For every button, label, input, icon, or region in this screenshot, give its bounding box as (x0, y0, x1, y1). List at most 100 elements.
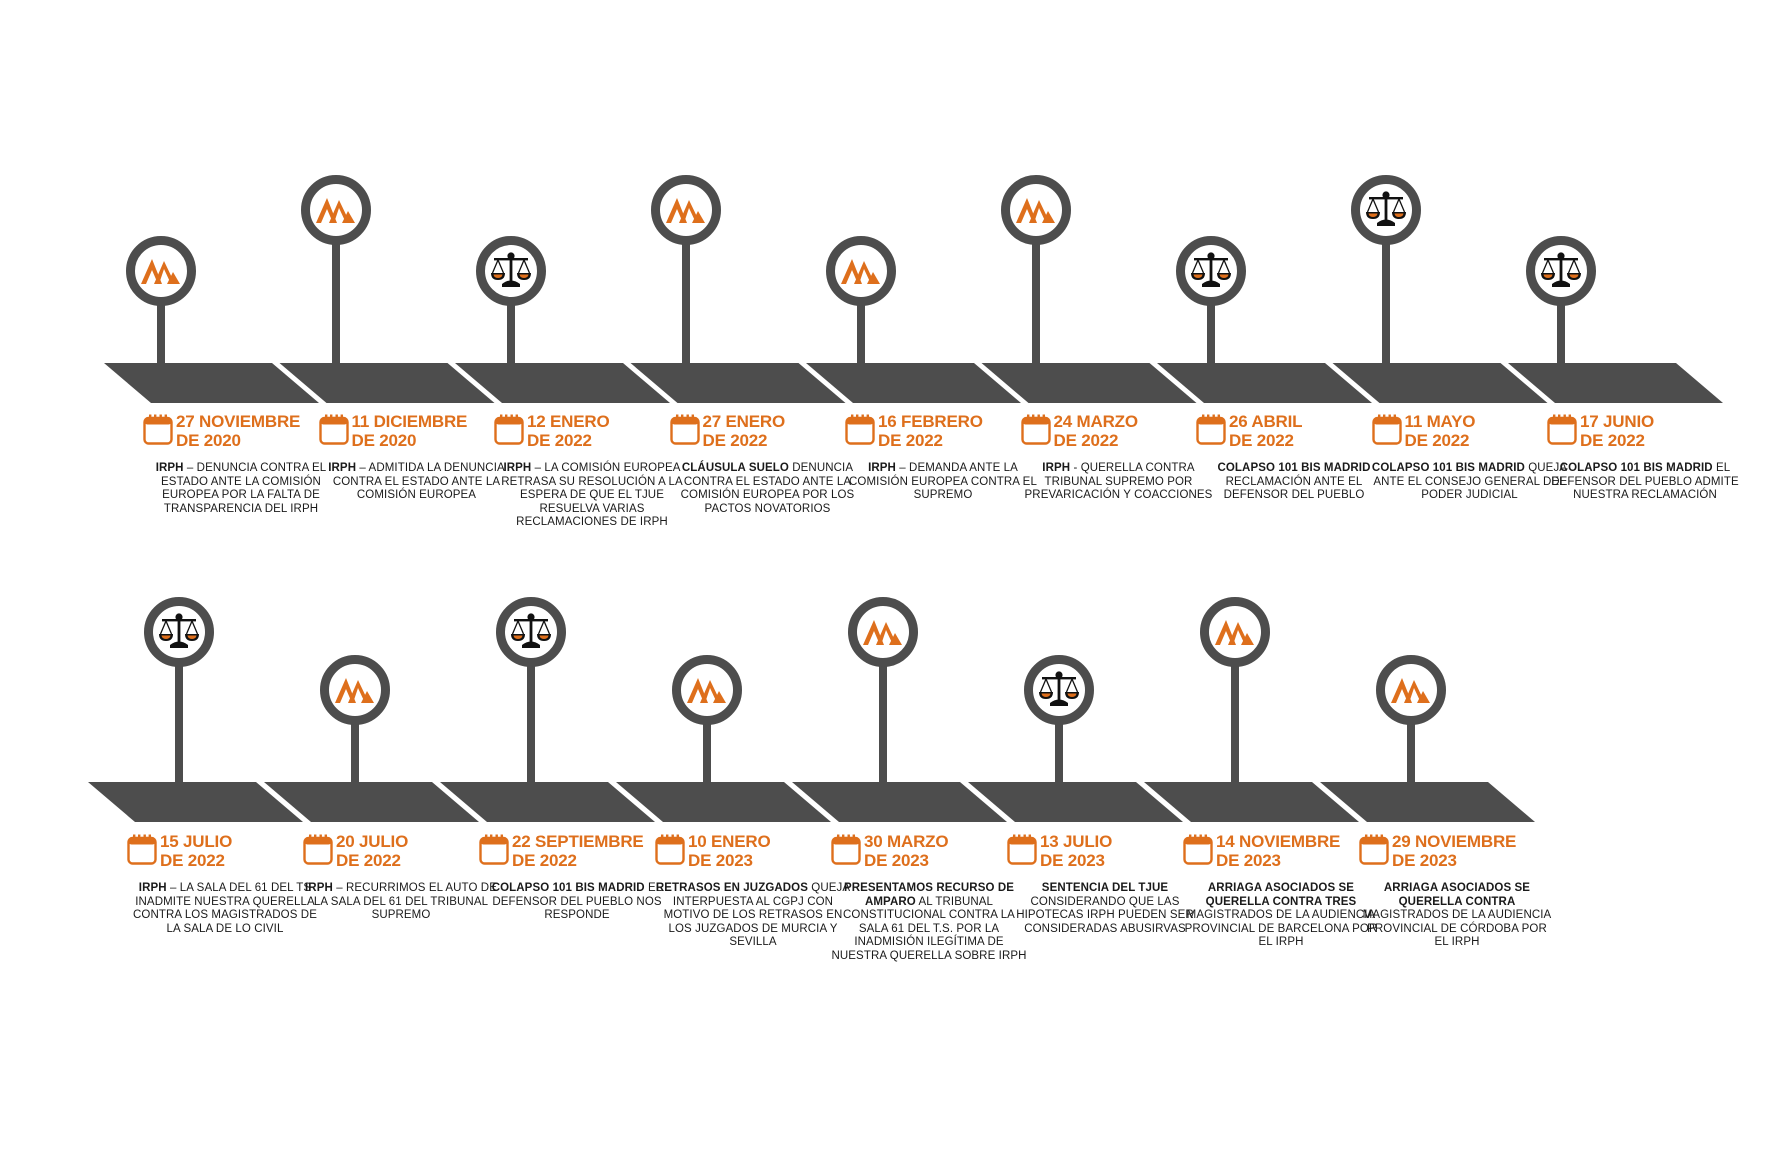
pin-stem (879, 632, 887, 783)
event-date-line1: 13 JULIO (1040, 832, 1113, 851)
arriaga-logo-icon (840, 257, 882, 285)
event-label: COLAPSO 101 BIS MADRID (1371, 462, 1525, 474)
event-description: IRPH – RECURRIMOS EL AUTO DE LA SALA DEL… (303, 882, 499, 923)
event-text: AL TRIBUNAL CONSTITUCIONAL CONTRA LA SAL… (831, 895, 1027, 962)
arriaga-logo-icon (140, 257, 182, 285)
calendar-icon (1183, 834, 1213, 865)
event-text: QUEJA ANTE EL CONSEJO GENERAL DEL PODER … (1373, 462, 1568, 501)
event-date-line2: DE 2023 (1216, 851, 1281, 870)
event-description: COLAPSO 101 BIS MADRID QUEJA ANTE EL CON… (1372, 462, 1568, 503)
event-label: COLAPSO 101 BIS MADRID (491, 882, 645, 894)
calendar-icon (494, 414, 524, 445)
timeline-pin (1001, 175, 1071, 245)
pin-stem (351, 690, 359, 783)
event-description: RETRASOS EN JUZGADOS QUEJA INTERPUESTA A… (655, 882, 851, 950)
event-date-line2: DE 2020 (351, 431, 417, 450)
calendar-icon (1196, 414, 1226, 445)
arriaga-logo-icon (862, 618, 904, 646)
event-text: EL DEFENSOR DEL PUEBLO ADMITE NUESTRA RE… (1551, 462, 1739, 501)
timeline-pin (672, 655, 742, 725)
timeline-pin (651, 175, 721, 245)
event-label: SENTENCIA DEL TJUE (1041, 882, 1169, 894)
event-description: IRPH – LA COMISIÓN EUROPEA RETRASA SU RE… (494, 462, 690, 530)
event-date-line2: DE 2023 (864, 851, 929, 870)
pin-stem (1382, 210, 1390, 364)
event-date-line1: 10 ENERO (688, 832, 771, 851)
event-description: COLAPSO 101 BIS MADRID EL DEFENSOR DEL P… (1547, 462, 1743, 503)
event-date-line2: DE 2023 (1392, 851, 1457, 870)
event-label: IRPH (138, 882, 167, 894)
event-description: PRESENTAMOS RECURSO DE AMPARO AL TRIBUNA… (831, 882, 1027, 963)
calendar-icon (143, 414, 173, 445)
arriaga-logo-icon (1214, 618, 1256, 646)
event-label: CLÁUSULA SUELO (681, 462, 789, 474)
event-label: IRPH (1042, 462, 1071, 474)
timeline-pin (848, 597, 918, 667)
calendar-icon (127, 834, 157, 865)
event-description: ARRIAGA ASOCIADOS SE QUERELLA CONTRA MAG… (1359, 882, 1555, 950)
arriaga-logo-icon (1390, 676, 1432, 704)
event-date-line2: DE 2023 (688, 851, 753, 870)
event-text: – LA SALA DEL 61 DEL TS INADMITE NUESTRA… (133, 882, 317, 935)
event-text: – ADMITIDA LA DENUNCIA CONTRA EL ESTADO … (332, 462, 505, 501)
event-date-line1: 15 JULIO (160, 832, 233, 851)
event-date-line1: 16 FEBRERO (878, 412, 983, 431)
event-text: – DEMANDA ANTE LA COMISIÓN EUROPEA CONTR… (849, 462, 1037, 501)
calendar-icon (1020, 414, 1051, 445)
pin-stem (857, 271, 865, 364)
scales-of-justice-icon (1364, 190, 1408, 230)
timeline-pin (144, 597, 214, 667)
event-date-line1: 11 MAYO (1404, 412, 1476, 431)
calendar-icon (1547, 414, 1577, 445)
event-label: IRPH (305, 882, 333, 894)
event-label: IRPH (328, 462, 357, 474)
timeline-pin (126, 236, 196, 306)
timeline-segment (1332, 363, 1548, 403)
event-description: IRPH - QUERELLA CONTRA TRIBUNAL SUPREMO … (1021, 462, 1217, 503)
calendar-icon (479, 834, 509, 865)
pin-stem (507, 271, 515, 364)
event-text: MAGISTRADOS DE LA AUDIENCIA PROVINCIAL D… (1362, 909, 1552, 948)
timeline-segment (440, 782, 655, 822)
arriaga-logo-icon (686, 676, 728, 704)
event-description: IRPH – ADMITIDA LA DENUNCIA CONTRA EL ES… (319, 462, 515, 503)
pin-stem (332, 210, 340, 364)
arriaga-logo-icon (665, 196, 707, 224)
event-text: - QUERELLA CONTRA TRIBUNAL SUPREMO POR P… (1024, 462, 1213, 501)
timeline-pin (1351, 175, 1421, 245)
event-date-line1: 12 ENERO (527, 412, 610, 431)
event-date-line1: 17 JUNIO (1580, 412, 1654, 431)
timeline-segment (455, 363, 670, 403)
event-label: RETRASOS EN JUZGADOS (655, 882, 809, 894)
timeline-pin (301, 175, 371, 245)
arriaga-logo-icon (334, 676, 376, 704)
event-date-line1: 30 MARZO (864, 832, 949, 851)
event-label: PRESENTAMOS RECURSO DE AMPARO (843, 882, 1015, 908)
scales-of-justice-icon (1037, 670, 1081, 710)
timeline-pin (1024, 655, 1094, 725)
